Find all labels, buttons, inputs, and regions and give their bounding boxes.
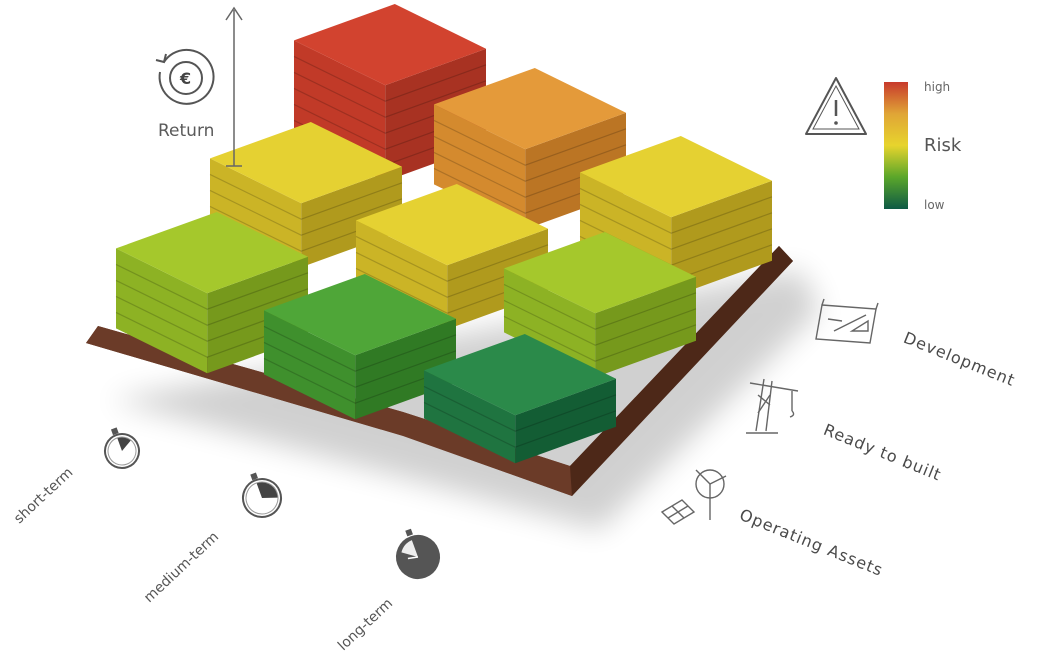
euro-cycle-icon: € — [155, 48, 215, 105]
risk-low-label: low — [924, 198, 945, 212]
block-development-long-term — [579, 136, 773, 298]
block-grid — [115, 4, 773, 464]
block-ready-to-built-medium-term — [355, 184, 549, 330]
risk-high-label: high — [924, 80, 951, 94]
svg-text:€: € — [179, 69, 191, 88]
block-ready-to-built-long-term — [503, 232, 697, 378]
return-label: Return — [158, 121, 215, 141]
stopwatch-long-icon — [396, 528, 440, 579]
warning-triangle-icon — [805, 77, 867, 135]
risk-label: Risk — [924, 135, 962, 156]
blueprint-icon — [815, 298, 879, 344]
risk-color-bar — [884, 82, 908, 209]
return-axis — [225, 6, 243, 167]
crane-icon — [746, 378, 799, 434]
wind-solar-icon — [660, 469, 727, 525]
block-ready-to-built-short-term — [209, 122, 403, 268]
stopwatch-short-icon — [104, 427, 140, 469]
block-operating-assets-medium-term — [263, 274, 457, 420]
block-operating-assets-long-term — [423, 334, 617, 464]
stopwatch-medium-icon — [242, 472, 282, 518]
